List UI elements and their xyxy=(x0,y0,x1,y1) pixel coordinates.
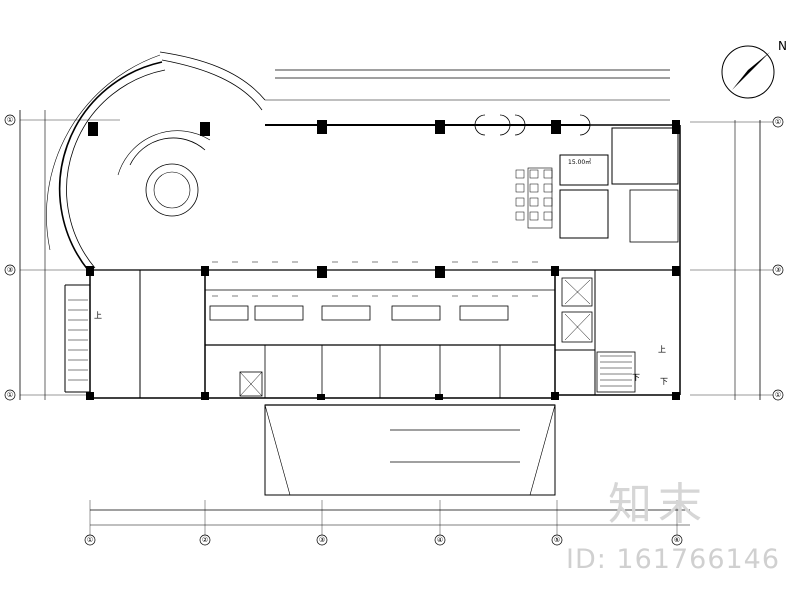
axis-bottom-6: ⑥ xyxy=(674,536,680,544)
left-grid-axes: ① ③ ① xyxy=(4,114,16,401)
watermark-id: ID: 161766146 xyxy=(566,544,781,575)
axis-right-1: ① xyxy=(775,118,781,126)
axis-left-3: ① xyxy=(7,391,13,399)
stair-label-right-up: 上 xyxy=(658,345,666,354)
bottom-grid-axes: ① ② ③ ④ ⑤ ⑥ xyxy=(84,534,683,546)
axis-bottom-5: ⑤ xyxy=(554,536,560,544)
structural-columns xyxy=(86,120,680,400)
axis-left-2: ③ xyxy=(7,266,13,274)
axis-bottom-3: ③ xyxy=(319,536,325,544)
meeting-room-chairs xyxy=(515,169,553,221)
axis-bottom-2: ② xyxy=(202,536,208,544)
axis-left-1: ① xyxy=(7,116,13,124)
north-label: N xyxy=(778,39,787,53)
stair-label-left-up: 上 xyxy=(94,311,102,320)
axis-bottom-1: ① xyxy=(87,536,93,544)
room-area-label: 15.00㎡ xyxy=(568,158,591,166)
axis-right-2: ③ xyxy=(775,266,781,274)
axis-right-3: ① xyxy=(775,391,781,399)
right-grid-axes: ① ③ ① xyxy=(772,116,784,401)
axis-bottom-4: ④ xyxy=(437,536,443,544)
north-compass-icon: N xyxy=(721,39,787,99)
stair-label-right-down-2: 下 xyxy=(660,377,668,386)
plan-linework xyxy=(19,51,775,535)
stair-label-right-down: 下 xyxy=(632,373,640,382)
watermark-logo: 知末 xyxy=(608,479,708,530)
